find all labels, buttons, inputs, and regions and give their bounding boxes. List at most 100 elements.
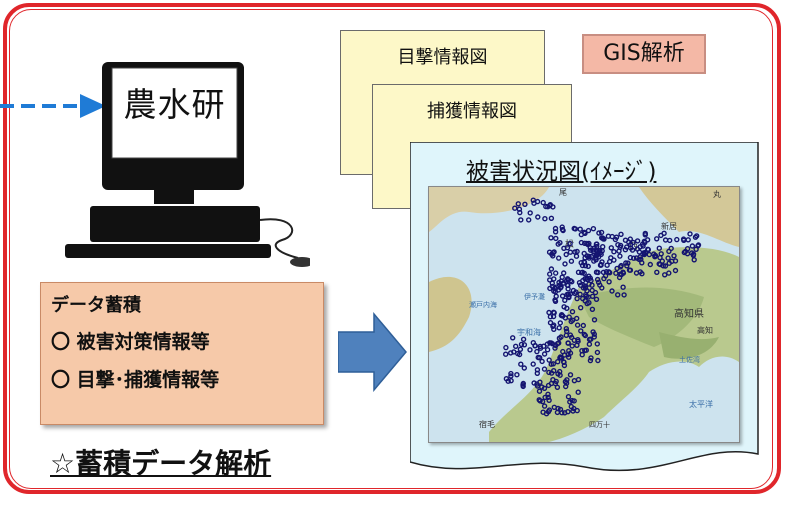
damage-dot [521,365,528,371]
damage-dots [502,197,702,417]
sighting-capture-item: 〇 目撃･捕獲情報等 [51,369,220,391]
damage-dot [634,238,641,244]
damage-dot [568,258,575,264]
map-label-sukumo: 宿毛 [479,419,495,429]
damage-dot [625,260,631,266]
damage-dot [595,251,601,257]
damage-dot [502,351,509,357]
damage-dot [593,241,600,247]
damage-dot [531,380,537,386]
map-label-tosa-bay: 土佐湾 [679,355,700,364]
damage-dot [556,325,562,331]
map-label-kagawa: 丸 [713,189,721,199]
damage-dot [561,359,567,366]
damage-dot [550,313,557,320]
damage-dot [542,216,548,222]
damage-dot [656,261,662,267]
damage-dot [503,344,509,351]
damage-dot [594,276,601,283]
damage-dot [545,204,551,210]
damage-dot [537,379,543,385]
map-label-iyo-nada: 伊予灘 [524,292,545,301]
damage-dot [509,335,516,341]
damage-dot [656,245,663,251]
damage-dot [553,235,559,242]
map-label-nishi: 西 [629,241,638,252]
damage-dot [534,348,540,355]
damage-dot [512,343,519,350]
damage-dot [604,262,610,268]
damage-dot [550,204,556,210]
damage-dot [653,236,660,242]
damage-dot [595,279,602,286]
damage-dot [508,373,514,379]
analysis-title: ☆蓄積データ解析 [50,447,272,480]
damage-dot [573,253,580,259]
damage-dot [563,325,570,332]
damage-dot [559,224,565,230]
damage-dot [535,354,541,361]
damage-dot [555,371,561,377]
damage-dot [514,350,521,357]
damage-dot [581,250,587,257]
damage-dot [609,288,615,294]
damage-dot [647,261,654,268]
capture-map-label: 捕獲情報図 [427,101,517,122]
damage-dot [540,199,546,206]
damage-dot [578,328,584,334]
map-label-setonaikai: 瀬戸内海 [469,300,497,309]
damage-dot [545,408,552,415]
damage-dot [535,214,541,220]
damage-dot [518,217,524,223]
damage-dot [551,326,557,333]
damage-dot [585,263,591,270]
damage-dot [614,292,621,298]
damage-dot [566,293,572,300]
damage-dot [584,300,590,307]
damage-dot [627,267,634,273]
outer-frame [3,3,781,494]
damage-dot [633,270,640,276]
data-accumulation-box: データ蓄積 〇 被害対策情報等 〇 目撃･捕獲情報等 [40,282,324,425]
damage-dot [541,403,548,409]
damage-dot [598,229,605,236]
map-label-kochi-city: 高知 [697,325,713,335]
damage-dot [552,297,558,303]
map-label-okinawa: 尾 [559,188,567,197]
damage-dot [612,236,619,243]
damage-dot [552,229,559,235]
damage-dot [585,294,592,300]
damage-dot [564,305,570,312]
damage-dot [584,288,590,294]
damage-dot [546,369,552,376]
damage-map: 高知県 瀬戸内海 宇和海 太平洋 四万十 土佐湾 松 高知 西 新居 伊予灘 宿… [428,186,740,443]
damage-dot [567,249,574,255]
damage-dot [608,255,614,261]
damage-dot [507,350,514,356]
damage-dot [565,354,572,360]
damage-dot [545,394,551,401]
damage-dot [561,245,567,251]
damage-dot [514,371,520,378]
damage-dot [508,370,514,377]
damage-dot [515,201,522,207]
damage-dot [601,236,607,242]
damage-dot [615,242,621,248]
damage-dot [520,336,527,343]
damage-dot [554,384,561,391]
damage-dot [657,254,663,261]
damage-dot [618,262,624,269]
damage-dot [517,209,523,216]
damage-dot [561,362,568,369]
damage-dot [547,313,554,320]
damage-dot [572,290,578,297]
damage-dot [545,391,551,398]
damage-dot [578,259,584,266]
damage-dot [557,240,563,246]
sighting-map-label: 目撃情報図 [397,47,488,68]
damage-dot [606,269,612,275]
damage-dot [550,323,556,330]
damage-dot [548,266,555,272]
damage-dot [557,282,563,288]
damage-dot [674,236,680,243]
